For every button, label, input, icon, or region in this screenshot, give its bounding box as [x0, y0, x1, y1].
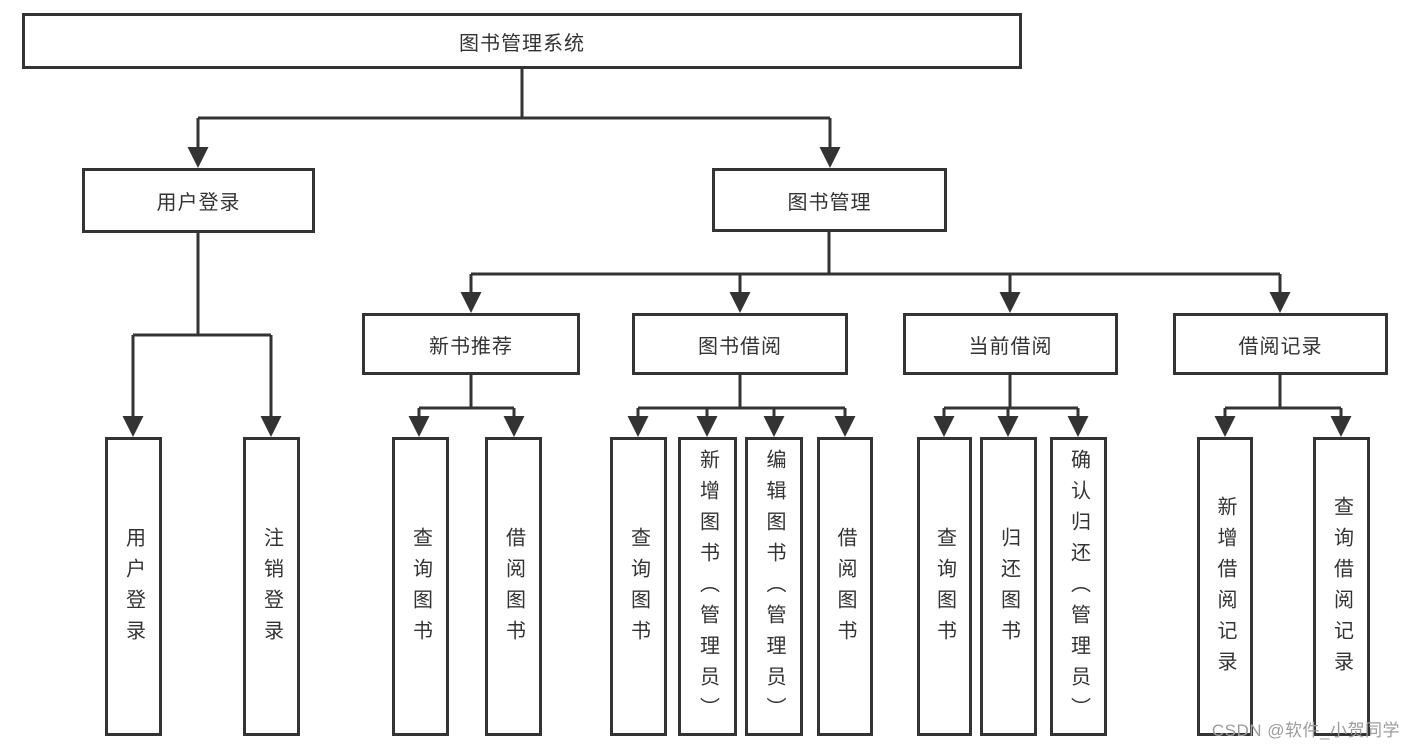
- leaf-query-borrow-record: 查询借阅记录: [1313, 437, 1370, 736]
- leaf-borrow-books-recommend: 借阅图书: [485, 437, 542, 736]
- leaf-query-books-current: 查询图书: [917, 437, 972, 736]
- leaf-logout: 注销登录: [243, 437, 300, 736]
- leaf-return-books: 归还图书: [980, 437, 1037, 736]
- leaf-add-books-admin: 新增图书（管理员）: [678, 437, 737, 736]
- node-borrow-records: 借阅记录: [1173, 313, 1388, 375]
- node-book-borrow: 图书借阅: [632, 313, 848, 375]
- leaf-add-borrow-record: 新增借阅记录: [1197, 437, 1253, 736]
- leaf-query-books-recommend: 查询图书: [392, 437, 449, 736]
- leaf-user-login: 用户登录: [105, 437, 162, 736]
- leaf-confirm-return-admin: 确认归还（管理员）: [1050, 437, 1107, 736]
- node-current-borrow: 当前借阅: [903, 313, 1118, 375]
- node-book-management: 图书管理: [712, 168, 947, 232]
- node-root-library-system: 图书管理系统: [22, 13, 1022, 69]
- node-new-book-recommend: 新书推荐: [362, 313, 580, 375]
- leaf-edit-books-admin: 编辑图书（管理员）: [745, 437, 803, 736]
- node-user-login: 用户登录: [82, 168, 315, 233]
- csdn-watermark: CSDN @软件_小贺同学: [1211, 721, 1400, 740]
- leaf-borrow-books: 借阅图书: [817, 437, 873, 736]
- leaf-query-books-borrow: 查询图书: [610, 437, 667, 736]
